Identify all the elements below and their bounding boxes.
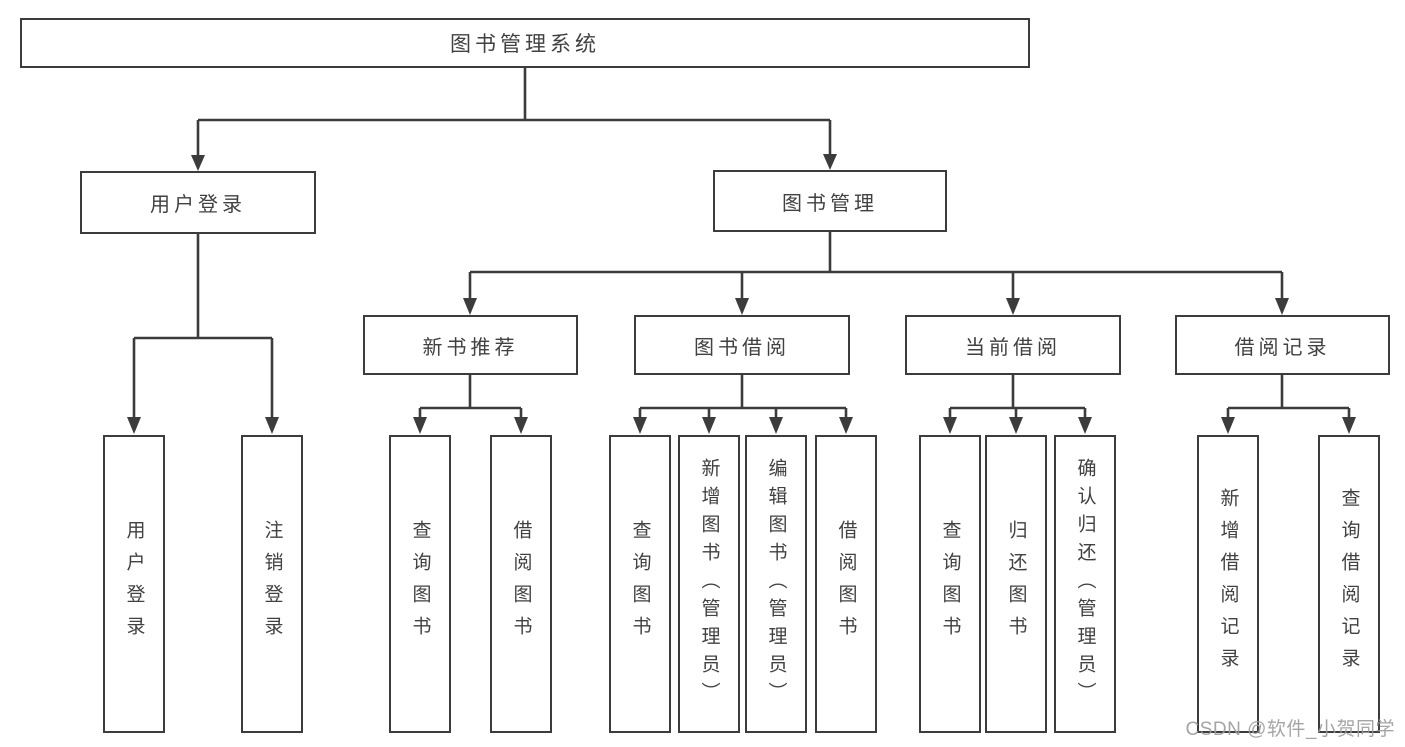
leaf-edit-book-admin-label: 编辑图书（管理员）: [765, 458, 787, 710]
leaf-confirm-return-admin-label: 确认归还（管理员）: [1074, 458, 1096, 710]
node-user-login: 用户登录: [80, 171, 316, 234]
leaf-return-book: 归还图书: [985, 435, 1047, 733]
leaf-add-borrow-record-label: 新增借阅记录: [1217, 488, 1239, 680]
leaf-borrow-books-recommend-label: 借阅图书: [510, 520, 532, 648]
leaf-return-book-label: 归还图书: [1005, 520, 1027, 648]
leaf-user-login: 用户登录: [103, 435, 165, 733]
leaf-confirm-return-admin: 确认归还（管理员）: [1054, 435, 1116, 733]
leaf-query-borrow-record: 查询借阅记录: [1318, 435, 1380, 733]
leaf-add-book-admin-label: 新增图书（管理员）: [698, 458, 720, 710]
leaf-add-book-admin: 新增图书（管理员）: [678, 435, 740, 733]
node-book-borrowing: 图书借阅: [634, 315, 850, 375]
leaf-query-books-borrowing: 查询图书: [609, 435, 671, 733]
leaf-query-books-borrowing-label: 查询图书: [629, 520, 651, 648]
leaf-query-borrow-record-label: 查询借阅记录: [1338, 488, 1360, 680]
node-new-book-recommendation: 新书推荐: [363, 315, 578, 375]
node-book-management: 图书管理: [713, 170, 947, 232]
node-current-borrowing: 当前借阅: [905, 315, 1121, 375]
leaf-borrow-books-borrowing: 借阅图书: [815, 435, 877, 733]
leaf-logout: 注销登录: [241, 435, 303, 733]
leaf-borrow-books-recommend: 借阅图书: [490, 435, 552, 733]
leaf-borrow-books-borrowing-label: 借阅图书: [835, 520, 857, 648]
csdn-watermark: CSDN @软件_小贺同学: [1185, 719, 1395, 740]
leaf-user-login-label: 用户登录: [123, 520, 145, 648]
leaf-query-books-recommend-label: 查询图书: [409, 520, 431, 648]
node-library-management-system: 图书管理系统: [20, 18, 1030, 68]
node-borrowing-records: 借阅记录: [1175, 315, 1390, 375]
leaf-query-books-recommend: 查询图书: [389, 435, 451, 733]
leaf-query-books-current-label: 查询图书: [939, 520, 961, 648]
leaf-query-books-current: 查询图书: [919, 435, 981, 733]
leaf-add-borrow-record: 新增借阅记录: [1197, 435, 1259, 733]
leaf-edit-book-admin: 编辑图书（管理员）: [745, 435, 807, 733]
leaf-logout-label: 注销登录: [261, 520, 283, 648]
